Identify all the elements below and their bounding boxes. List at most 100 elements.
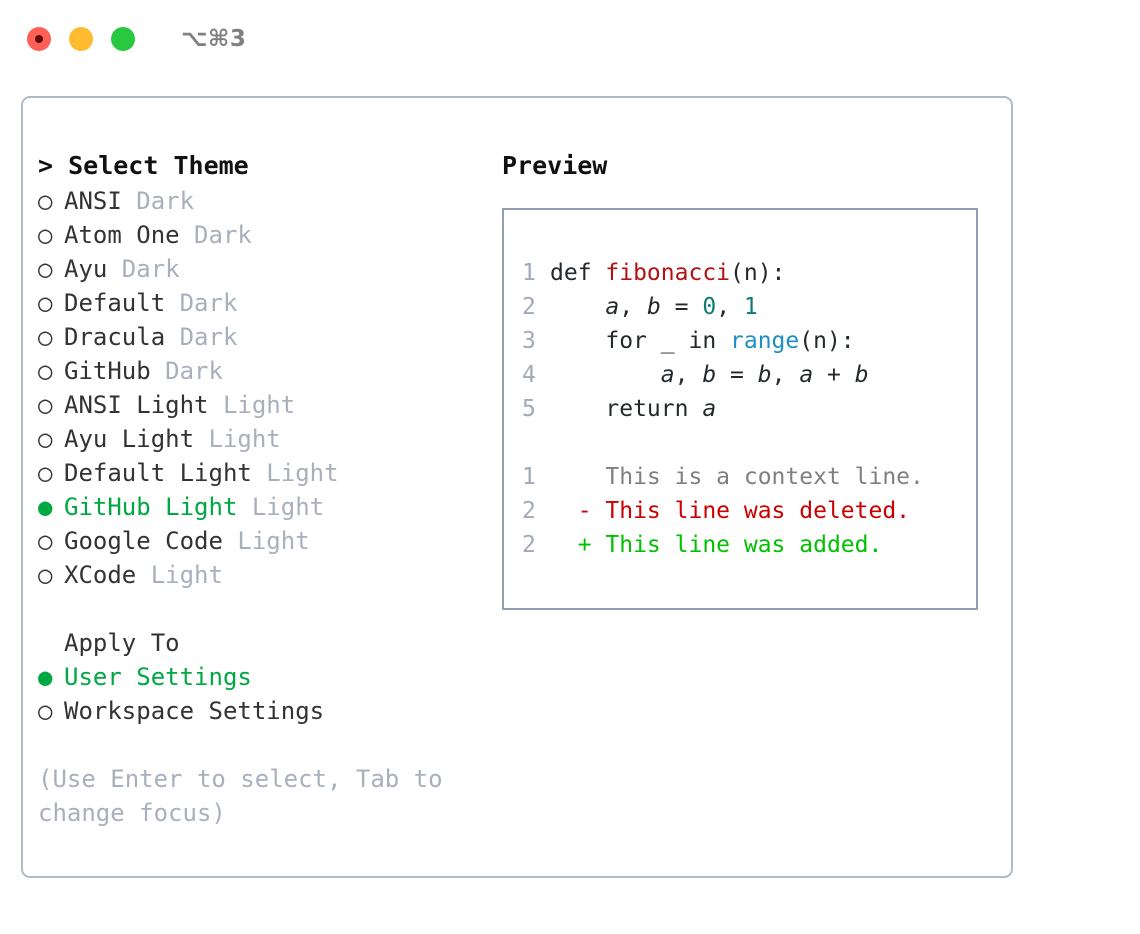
theme-name: Ayu	[64, 255, 108, 283]
theme-option-ansi-light[interactable]: ○ ANSI Light Light	[38, 388, 498, 422]
theme-option-ansi[interactable]: ○ANSI Dark	[38, 184, 498, 218]
keyboard-shortcut-label: ⌥⌘3	[181, 26, 247, 52]
apply-to-option-user-settings[interactable]: ●User Settings	[38, 660, 498, 694]
theme-option-google-code[interactable]: ○ Google Code Light	[38, 524, 498, 558]
theme-name: Atom One	[64, 221, 180, 249]
apply-to-list: ●User Settings ○ Workspace Settings	[38, 660, 498, 728]
code-token: 1	[743, 294, 758, 320]
code-token: a	[605, 294, 620, 320]
code-token: for _ in	[550, 328, 731, 354]
line-number: 2	[522, 532, 536, 558]
radio-unselected-icon: ○	[38, 561, 53, 589]
code-token: (n):	[799, 328, 855, 354]
code-token: ,	[771, 362, 800, 388]
code-token: 0	[702, 294, 717, 320]
theme-variant: Dark	[165, 323, 238, 351]
theme-variant: Light	[208, 391, 296, 419]
apply-to-heading: Apply To	[64, 629, 180, 657]
radio-unselected-icon: ○	[38, 527, 53, 555]
theme-variant: Light	[237, 493, 325, 521]
theme-variant: Dark	[150, 357, 223, 385]
keyboard-hint: (Use Enter to select, Tab to change focu…	[38, 765, 443, 827]
code-token: +	[813, 362, 855, 388]
theme-option-ayu[interactable]: ○ Ayu Dark	[38, 252, 498, 286]
code-token: ,	[716, 294, 744, 320]
line-number: 2	[522, 294, 536, 320]
code-token: =	[660, 294, 703, 320]
code-diff-spacer	[522, 426, 976, 460]
code-token: a	[799, 362, 814, 388]
theme-name: XCode	[64, 561, 137, 589]
apply-to-label: Workspace Settings	[64, 697, 325, 725]
code-token	[550, 362, 661, 388]
code-token: =	[716, 362, 758, 388]
code-token: b	[854, 362, 869, 388]
code-token: return	[550, 396, 703, 422]
theme-option-default-light[interactable]: ○ Default Light Light	[38, 456, 498, 490]
theme-variant: Light	[136, 561, 223, 589]
minimize-button[interactable]	[69, 27, 93, 51]
theme-selector-column: > Select Theme ○ANSI Dark○Atom One Dark○…	[38, 148, 498, 830]
theme-name: Google Code	[64, 527, 223, 555]
select-theme-heading: > Select Theme	[38, 151, 249, 180]
line-number: 5	[522, 396, 536, 422]
theme-list: ○ANSI Dark○Atom One Dark○Ayu Dark○Defaul…	[38, 184, 498, 592]
diff-sample: 1 This is a context line.2 - This line w…	[522, 460, 976, 562]
theme-variant: Dark	[179, 221, 252, 249]
radio-unselected-icon: ○	[38, 697, 53, 725]
radio-unselected-icon: ○	[38, 391, 53, 419]
radio-unselected-icon: ○	[38, 221, 53, 249]
apply-to-option-workspace-settings[interactable]: ○ Workspace Settings	[38, 694, 498, 728]
code-token: a	[660, 362, 675, 388]
zoom-button[interactable]	[111, 27, 135, 51]
radio-unselected-icon: ○	[38, 459, 53, 487]
code-token: range	[730, 328, 800, 354]
theme-option-xcode[interactable]: ○ XCode Light	[38, 558, 498, 592]
theme-option-github[interactable]: ○GitHub Dark	[38, 354, 498, 388]
code-token: b	[702, 362, 717, 388]
theme-variant: Dark	[107, 255, 180, 283]
apply-to-label: User Settings	[64, 663, 252, 691]
close-button[interactable]	[27, 27, 51, 51]
theme-name: Dracula	[64, 323, 166, 351]
line-number: 1	[522, 260, 536, 286]
radio-unselected-icon: ○	[38, 323, 53, 351]
code-line: 4 a, b = b, a + b	[522, 358, 976, 392]
radio-unselected-icon: ○	[38, 289, 53, 317]
diff-line: 2 - This line was deleted.	[522, 494, 976, 528]
theme-option-dracula[interactable]: ○ Dracula Dark	[38, 320, 498, 354]
code-line: 3 for _ in range(n):	[522, 324, 976, 358]
theme-name: GitHub Light	[64, 493, 238, 521]
diff-text: This is a context line.	[550, 464, 924, 490]
code-line: 5 return a	[522, 392, 976, 426]
diff-text: + This line was added.	[550, 532, 883, 558]
line-number: 2	[522, 498, 536, 524]
theme-option-default[interactable]: ○Default Dark	[38, 286, 498, 320]
line-number: 3	[522, 328, 536, 354]
radio-unselected-icon: ○	[38, 187, 53, 215]
code-token: b	[757, 362, 772, 388]
theme-name: Default Light	[64, 459, 252, 487]
code-token	[550, 294, 605, 320]
code-token: (n):	[730, 260, 786, 286]
diff-line: 1 This is a context line.	[522, 460, 976, 494]
theme-name: ANSI Light	[64, 391, 209, 419]
theme-option-github-light[interactable]: ● GitHub Light Light	[38, 490, 498, 524]
theme-variant: Light	[194, 425, 281, 453]
title-bar: ⌥⌘3	[0, 0, 1140, 78]
code-token: a	[702, 396, 717, 422]
radio-unselected-icon: ○	[38, 357, 53, 385]
line-number: 4	[522, 362, 536, 388]
theme-variant: Light	[251, 459, 339, 487]
theme-variant: Dark	[165, 289, 238, 317]
theme-option-atom-one[interactable]: ○ Atom One Dark	[38, 218, 498, 252]
theme-variant: Light	[222, 527, 310, 555]
theme-name: Ayu Light	[64, 425, 195, 453]
theme-option-ayu-light[interactable]: ○Ayu Light Light	[38, 422, 498, 456]
radio-unselected-icon: ○	[38, 255, 53, 283]
radio-selected-icon: ●	[38, 493, 53, 521]
